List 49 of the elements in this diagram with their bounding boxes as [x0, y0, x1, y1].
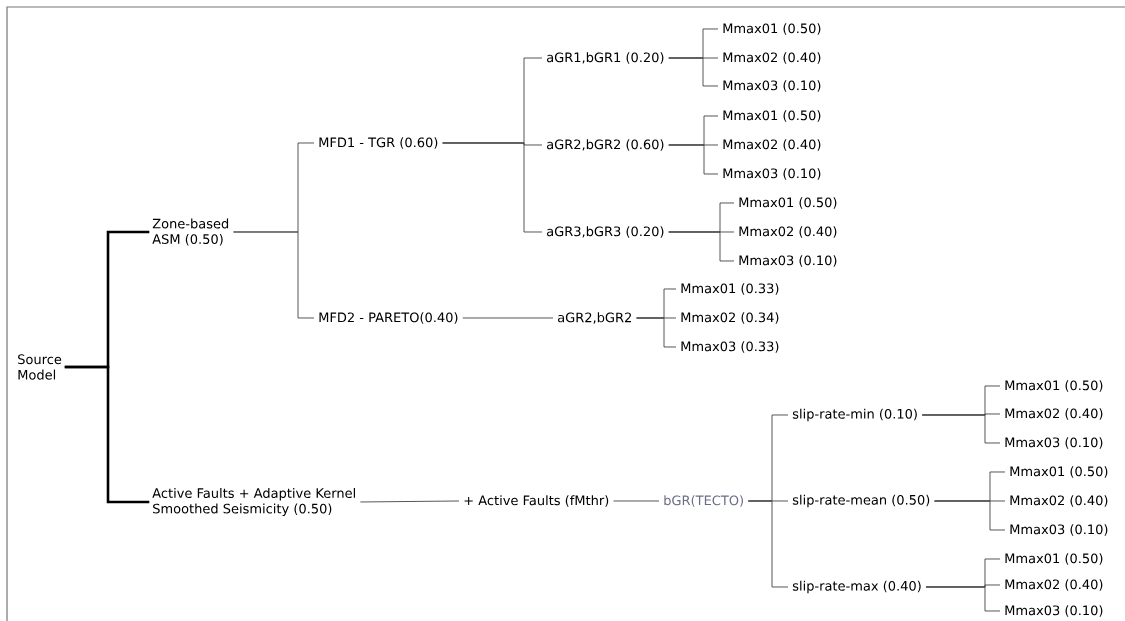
branch-label: Mmax03 (0.10): [1005, 605, 1103, 617]
bracket-connector: [934, 500, 1006, 531]
branch-label: slip-rate-max (0.40): [792, 580, 921, 594]
branch-label: Mmax01 (0.33): [681, 283, 779, 295]
bracket-connector: [636, 317, 677, 348]
branch-label: Mmax03 (0.10): [739, 255, 837, 267]
branch-label: Mmax03 (0.33): [681, 341, 779, 353]
branch-label: Mmax02 (0.40): [739, 226, 837, 238]
branch-label: Source Model: [18, 354, 62, 380]
branch-label: Mmax02 (0.40): [1010, 495, 1108, 507]
branch-label: slip-rate-mean (0.50): [792, 494, 930, 508]
bracket-connector: [442, 142, 543, 233]
bracket-connector: [668, 57, 719, 87]
branch-label: aGR1,bGR1 (0.20): [547, 52, 664, 64]
branch-label: Mmax01 (0.50): [739, 197, 837, 209]
bracket-connector: [233, 231, 315, 319]
branch-label: Mmax03 (0.10): [1005, 437, 1103, 449]
bracket-connector: [359, 500, 460, 503]
branch-label: Mmax02 (0.34): [681, 312, 779, 324]
branch-label: Mmax01 (0.50): [723, 23, 821, 35]
branch-label: Mmax01 (0.50): [1005, 553, 1103, 565]
branch-label: aGR2,bGR2 (0.60): [547, 139, 664, 151]
branch-label: Mmax01 (0.50): [723, 110, 821, 122]
branch-label: Zone-based ASM (0.50): [152, 218, 229, 246]
bracket-connector: [613, 500, 660, 502]
branch-label: Mmax03 (0.10): [723, 168, 821, 180]
branch-label: Mmax01 (0.50): [1010, 466, 1108, 478]
branch-label: Mmax02 (0.40): [1005, 579, 1103, 591]
bracket-connector: [921, 414, 1001, 444]
branch-label: bGR(TECTO): [664, 495, 743, 507]
branch-label: Mmax01 (0.50): [1005, 380, 1103, 392]
branch-label: Active Faults + Adaptive Kernel Smoothed Seismicity (0.50): [152, 487, 355, 517]
branch-label: + Active Faults (fMthr): [464, 495, 609, 507]
bracket-connector: [64, 365, 150, 504]
branch-label: Mmax02 (0.40): [723, 52, 821, 64]
branch-label: Mmax03 (0.10): [723, 80, 821, 92]
bracket-connector: [462, 317, 554, 319]
bracket-connector: [925, 586, 1001, 612]
bracket-connector: [747, 500, 789, 588]
branch-label: aGR3,bGR3 (0.20): [547, 226, 664, 238]
bracket-connector: [668, 231, 735, 262]
branch-label: Mmax02 (0.40): [1005, 408, 1103, 420]
branch-label: aGR2,bGR2: [558, 312, 631, 324]
branch-label: MFD1 - TGR (0.60): [319, 137, 438, 149]
branch-label: MFD2 - PARETO(0.40): [319, 312, 458, 324]
branch-label: Mmax02 (0.40): [723, 139, 821, 151]
bracket-connector: [668, 144, 719, 175]
branch-label: slip-rate-min (0.10): [792, 408, 917, 422]
branch-label: Mmax03 (0.10): [1010, 524, 1108, 536]
